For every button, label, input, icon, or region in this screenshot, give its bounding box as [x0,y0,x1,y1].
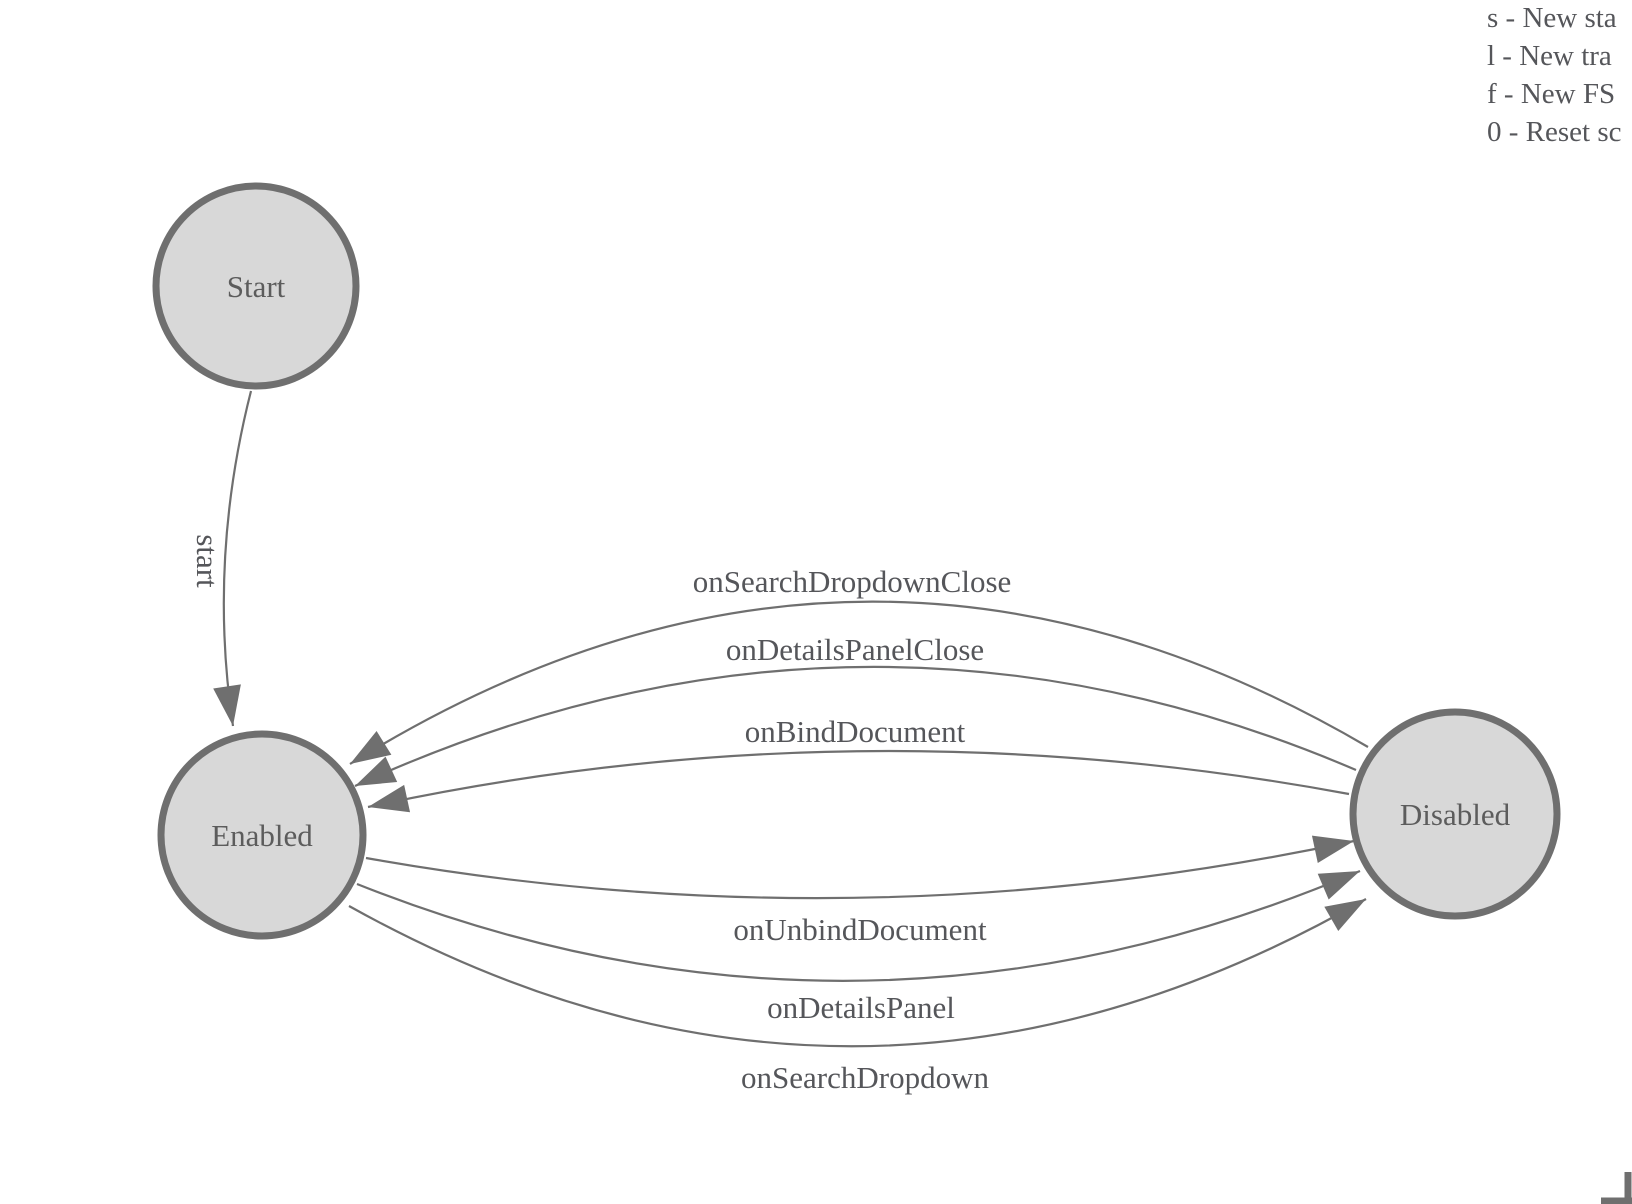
state-node-disabled[interactable] [1349,708,1561,920]
transition-label-onunbinddocument: onUnbindDocument [733,912,987,947]
state-label-start: Start [227,269,286,304]
transition-edge-onbinddocument[interactable] [367,749,1350,813]
legend-line-new-fsm: f - New FS [1487,78,1615,110]
transition-edge-start[interactable] [213,390,253,727]
legend-line-new-transition: l - New tra [1487,40,1612,72]
minimap-corner-bracket [1601,1172,1632,1204]
transition-label-start: start [190,534,225,588]
legend: s - New sta l - New tra f - New FS 0 - R… [1487,2,1622,148]
state-node-enabled[interactable] [157,730,367,940]
transition-edge-ondetailspanelclose[interactable] [354,665,1357,787]
state-node-start[interactable] [152,182,360,390]
transition-label-onbinddocument: onBindDocument [745,714,966,749]
transition-label-onsearchdropdownclose: onSearchDropdownClose [693,564,1012,599]
transition-label-ondetailspanelclose: onDetailsPanelClose [726,632,984,667]
transition-edge-onunbinddocument[interactable] [365,835,1355,900]
legend-line-reset-scale: 0 - Reset sc [1487,116,1622,148]
state-label-enabled: Enabled [211,818,313,853]
transition-label-ondetailspanel: onDetailsPanel [767,990,955,1025]
transition-edge-onsearchdropdown[interactable] [348,898,1367,1048]
legend-line-new-state: s - New sta [1487,2,1617,34]
transition-edge-ondetailspanel[interactable] [356,869,1361,982]
transition-edge-onsearchdropdownclose[interactable] [349,600,1369,765]
transition-label-onsearchdropdown: onSearchDropdown [741,1060,989,1095]
state-label-disabled: Disabled [1400,797,1511,832]
